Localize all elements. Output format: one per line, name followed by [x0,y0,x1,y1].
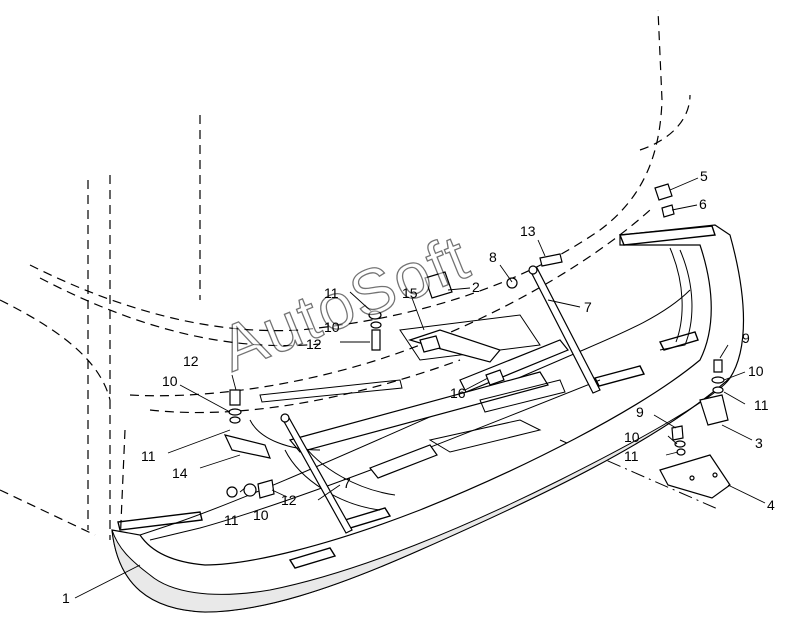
callout-5: 5 [700,168,708,184]
callout-10-right: 10 [748,363,764,379]
callout-10-middle: 10 [324,319,340,335]
callout-16: 16 [450,385,466,401]
callout-3: 3 [755,435,763,451]
callout-13: 13 [520,223,536,239]
callout-7-left: 7 [343,475,351,491]
callout-4: 4 [767,497,775,513]
callout-11-left: 11 [141,448,156,464]
callout-10-lowerleft: 10 [253,507,269,523]
callout-12-middle: 12 [306,336,322,352]
callout-1: 1 [62,590,70,606]
callout-12-left: 12 [183,353,199,369]
callout-11-lower: 11 [624,448,639,464]
callout-11-middle: 11 [324,285,339,301]
callout-10-lower: 10 [624,429,640,445]
callout-2: 2 [472,279,480,295]
callout-labels: 1 2 3 4 5 6 7 7 8 9 9 10 10 10 10 10 11 … [62,168,775,606]
callout-12-lowerleft: 12 [281,492,297,508]
callout-7-right: 7 [584,299,592,315]
watermark-text: AutoSoft [210,220,479,385]
callout-14: 14 [172,465,188,481]
callout-8: 8 [489,249,497,265]
callout-11-right: 11 [754,397,769,413]
callout-10-left: 10 [162,373,178,389]
callout-6: 6 [699,196,707,212]
callout-9-lower: 9 [636,404,644,420]
support-struts [280,265,601,534]
leader-lines [74,177,766,599]
callout-15: 15 [402,285,418,301]
callout-11-lowerleft: 11 [224,512,239,528]
hardware-parts [223,183,731,499]
callout-9-right: 9 [742,330,750,346]
